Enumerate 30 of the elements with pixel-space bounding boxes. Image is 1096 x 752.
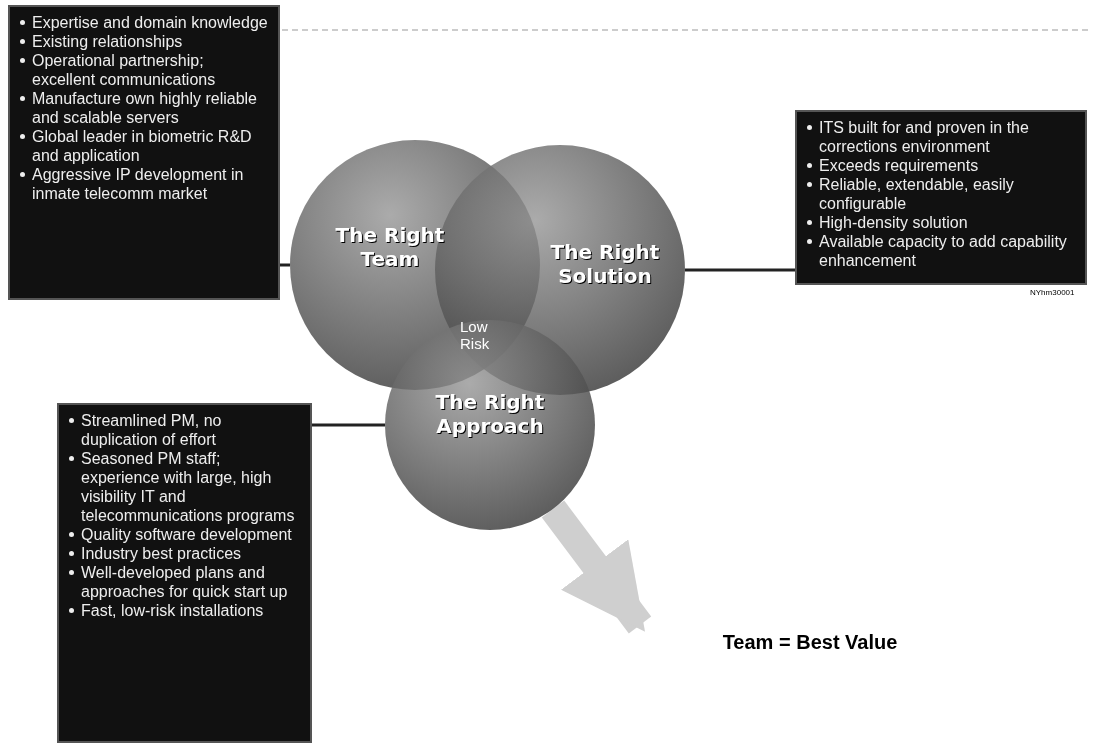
bullet-item: Existing relationships <box>32 32 184 51</box>
bullet-item: Aggressive IP development in inmate telecomm market <box>32 165 245 203</box>
bullet-item: Available capacity to add capability enhancement <box>819 232 1068 270</box>
result-text: Team = Best Value <box>640 625 980 659</box>
block-arrow <box>541 500 652 634</box>
bullet-item: Reliable, extendable, easily configurable <box>819 175 1015 213</box>
leader-line <box>280 263 290 267</box>
circle-title: The Right Team <box>334 223 446 271</box>
leader-line <box>312 423 385 427</box>
bullet-item: Global leader in biometric R&D and application <box>32 127 253 165</box>
text-box <box>795 110 1087 285</box>
bullet-item: Industry best practices <box>81 544 243 563</box>
overlap-label: Low Risk <box>460 318 491 352</box>
bullet-item: Fast, low-risk installations <box>81 601 265 620</box>
bullet-item: Exceeds requirements <box>819 156 980 175</box>
circle-title: The Right Approach <box>434 390 546 438</box>
bullet-item: ITS built for and proven in the corrections environment <box>819 118 1030 156</box>
leader-line <box>685 268 795 272</box>
bullet-item: Operational partnership; excellent communications <box>32 51 217 89</box>
bullet-item: Seasoned PM staff; experience with large, high visibility IT and telecommunications programs <box>81 449 296 525</box>
text-box <box>57 403 312 743</box>
bullet-item: Expertise and domain knowledge <box>32 13 269 32</box>
text-box <box>8 5 280 300</box>
circle-title: The Right Solution <box>549 240 661 288</box>
bullet-item: Manufacture own highly reliable and scalable servers <box>32 89 258 127</box>
bullet-item: High-density solution <box>819 213 969 232</box>
bullet-item: Streamlined PM, no duplication of effort <box>81 411 223 449</box>
document-code: NYhm30001 <box>1030 288 1076 297</box>
bullet-item: Well-developed plans and approaches for quick start up <box>81 563 289 601</box>
bullet-item: Quality software development <box>81 525 293 544</box>
